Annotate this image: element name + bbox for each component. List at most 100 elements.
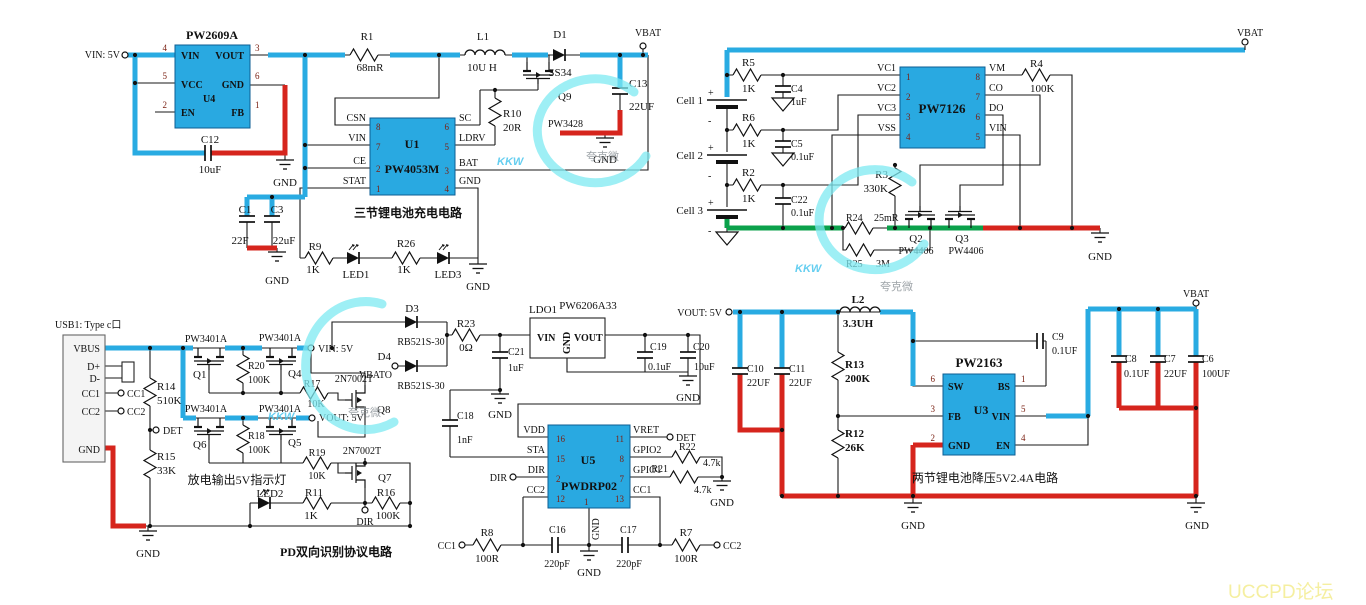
u5-pin: STA [527, 445, 546, 456]
capacitor-c10 [731, 367, 749, 375]
c8-ref: C8 [1125, 354, 1137, 365]
r24-ref: R24 [846, 213, 863, 224]
c18-ref: C18 [457, 411, 474, 422]
pin-num: 4 [163, 43, 168, 53]
terminal-label: VBATO [359, 370, 392, 381]
u1-pin: SC [459, 113, 472, 124]
usb-pin: CC1 [82, 389, 100, 400]
u5-pin: CC2 [527, 485, 545, 496]
chip-u1 [369, 117, 456, 196]
chip-ldo1 [529, 317, 606, 359]
r24-val: 25mR [874, 213, 899, 224]
pin-num: 6 [255, 71, 260, 81]
caption-buck: 两节锂电池降压5V2.4A电路 [912, 470, 1058, 485]
r1-val: 68mR [357, 62, 385, 74]
pin-num: 4 [1021, 433, 1026, 443]
usb-header: USB1: Type c口 [55, 320, 121, 331]
gnd-symbol [712, 480, 732, 491]
pin-num: 1 [376, 184, 381, 194]
terminal-det [666, 433, 674, 441]
r14-ref: R14 [157, 381, 176, 393]
r19-ref: R19 [309, 448, 326, 459]
watermark-brand: 夸克微 [348, 405, 381, 419]
battery-cell3 [705, 208, 749, 219]
u3-pin: VIN [992, 412, 1011, 423]
q8-part: 2N7002T [335, 374, 373, 385]
terminal-label: CC1 [438, 541, 456, 552]
resistor-r26 [391, 251, 421, 265]
gnd-label: GND [593, 154, 617, 166]
cell3-label: Cell 3 [676, 205, 703, 217]
r13-val: 200K [845, 373, 871, 385]
r4-ref: R4 [1030, 58, 1043, 70]
pin-num: 7 [376, 142, 381, 152]
r26-ref: R26 [397, 238, 416, 250]
c21-ref: C21 [508, 347, 525, 358]
pin-num: 12 [556, 494, 565, 504]
l2-ref: L2 [852, 294, 865, 306]
pin-num: 11 [615, 434, 624, 444]
watermark-brand: 夸克微 [880, 279, 913, 293]
c16-ref: C16 [549, 525, 566, 536]
c18-val: 1nF [457, 435, 473, 446]
terminal-vout5v [725, 308, 733, 316]
pin-num: 2 [556, 474, 561, 484]
gnd-symbol [138, 530, 158, 541]
capacitor-c16 [551, 536, 559, 554]
gnd-triangle [715, 231, 739, 246]
u3-ref: U3 [974, 403, 989, 417]
gnd-label: GND [901, 520, 925, 532]
capacitor-c4 [774, 85, 792, 93]
terminal-vbat [1241, 38, 1249, 46]
pin-num: 8 [376, 122, 381, 132]
pin-num: 1 [584, 497, 589, 507]
d1-ref: D1 [553, 29, 566, 41]
resistor-r2 [732, 178, 762, 192]
u4-pin: EN [181, 108, 196, 119]
pin-num: 5 [1021, 404, 1026, 414]
capacitor-c9 [1036, 332, 1044, 350]
pin-num: 2 [376, 164, 381, 174]
terminal-label: VBAT [635, 28, 661, 39]
c5-val: 0.1uF [791, 152, 815, 163]
terminal-label: VBAT [1183, 289, 1209, 300]
pw7126-pin: VC1 [877, 63, 896, 74]
d4-ref: D4 [378, 351, 392, 363]
q4-part: PW3401A [259, 333, 302, 344]
u4-pin: GND [222, 80, 244, 91]
inductor-l2 [839, 306, 881, 313]
capacitor-c18 [441, 419, 459, 427]
pin-num: 6 [931, 374, 936, 384]
r6-val: 1K [742, 138, 756, 150]
gnd-label: GND [488, 409, 512, 421]
ldo-pin: VIN [537, 333, 556, 344]
r11-val: 1K [304, 510, 318, 522]
led1 [347, 244, 359, 264]
watermark-swoosh [814, 165, 929, 275]
pin-num: 8 [976, 72, 981, 82]
c10-ref: C10 [747, 364, 764, 375]
minus-sign: - [708, 116, 711, 127]
resistor-r1 [349, 48, 379, 62]
l1-ref: L1 [477, 31, 489, 43]
r25-val: 3M [876, 259, 890, 270]
resistor-r14 [143, 377, 157, 407]
watermark-kkw: KKW [795, 263, 823, 275]
watermark-swoosh [532, 74, 651, 188]
inductor-l1 [464, 49, 506, 56]
u1-pin: VIN [348, 133, 366, 144]
terminal-label: VOUT: 5V [319, 413, 365, 424]
resistor-r9 [304, 251, 334, 265]
watermark-kkw: KKW [497, 156, 525, 168]
diode-d3 [404, 315, 418, 329]
chip-pw7126 [899, 66, 986, 149]
gnd-symbol [490, 393, 510, 404]
u1-pin: CSN [347, 113, 366, 124]
r5-val: 1K [742, 83, 756, 95]
mosfet-q6 [192, 416, 226, 442]
c12-val: 10uF [199, 164, 222, 176]
r12-ref: R12 [845, 428, 864, 440]
chip-u3 [942, 373, 1016, 456]
led3-ref: LED3 [435, 269, 462, 281]
